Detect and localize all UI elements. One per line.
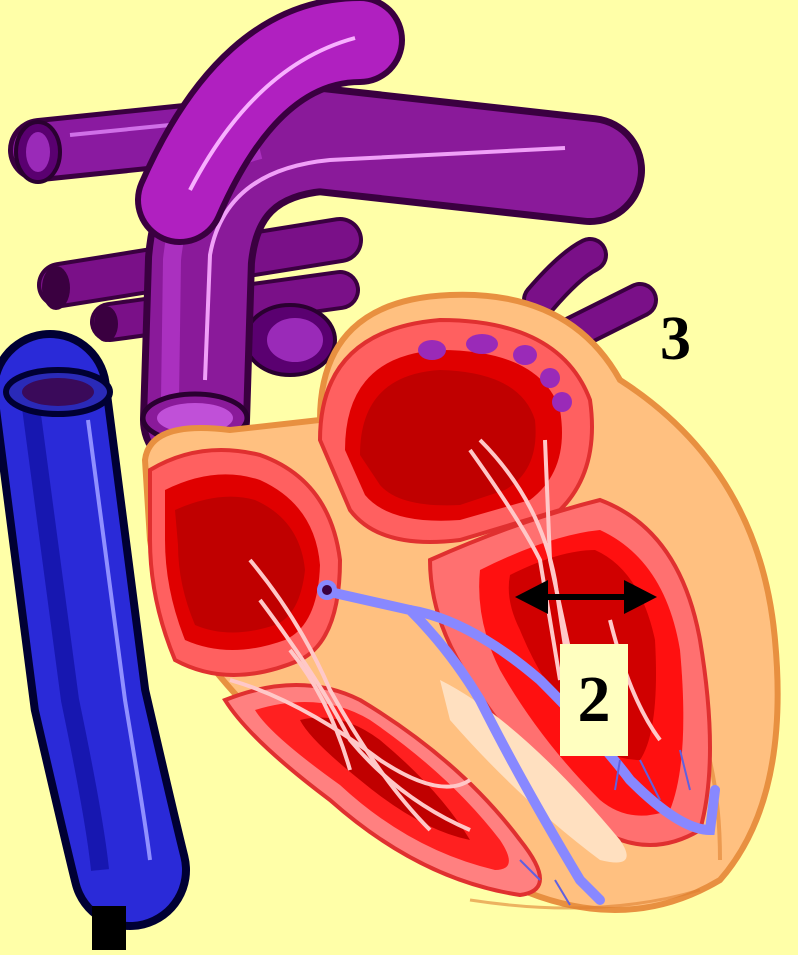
label-2: 2 [578,667,611,733]
label-2-box: 2 [560,644,628,756]
vena-cava [6,370,150,870]
label-3: 3 [660,308,691,370]
label-1-stub [92,906,126,950]
